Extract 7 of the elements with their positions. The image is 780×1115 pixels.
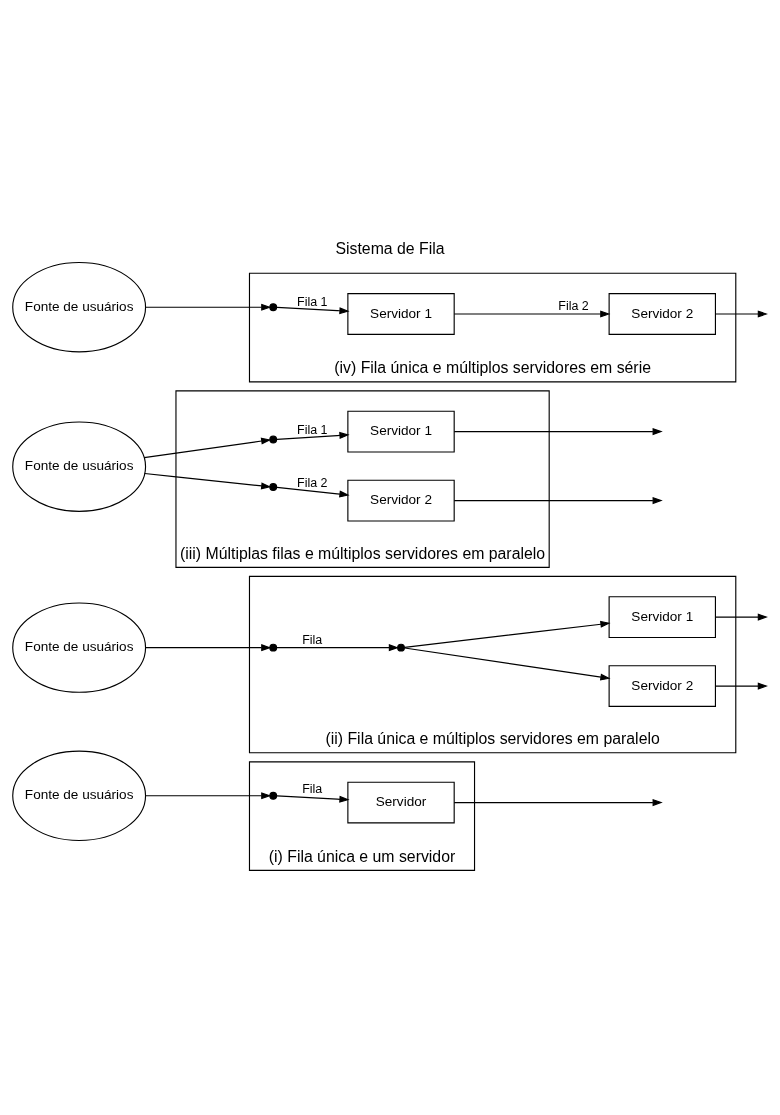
diagram-title: Sistema de Fila [335, 239, 445, 257]
edge-label: Fila 2 [297, 475, 328, 490]
edge-label: Fila 2 [558, 298, 589, 313]
edge-label: Fila [302, 632, 323, 647]
edge-label: Fila 1 [297, 422, 328, 437]
edge-label: Fila [302, 781, 323, 796]
edge-label: Fila 1 [297, 294, 328, 309]
